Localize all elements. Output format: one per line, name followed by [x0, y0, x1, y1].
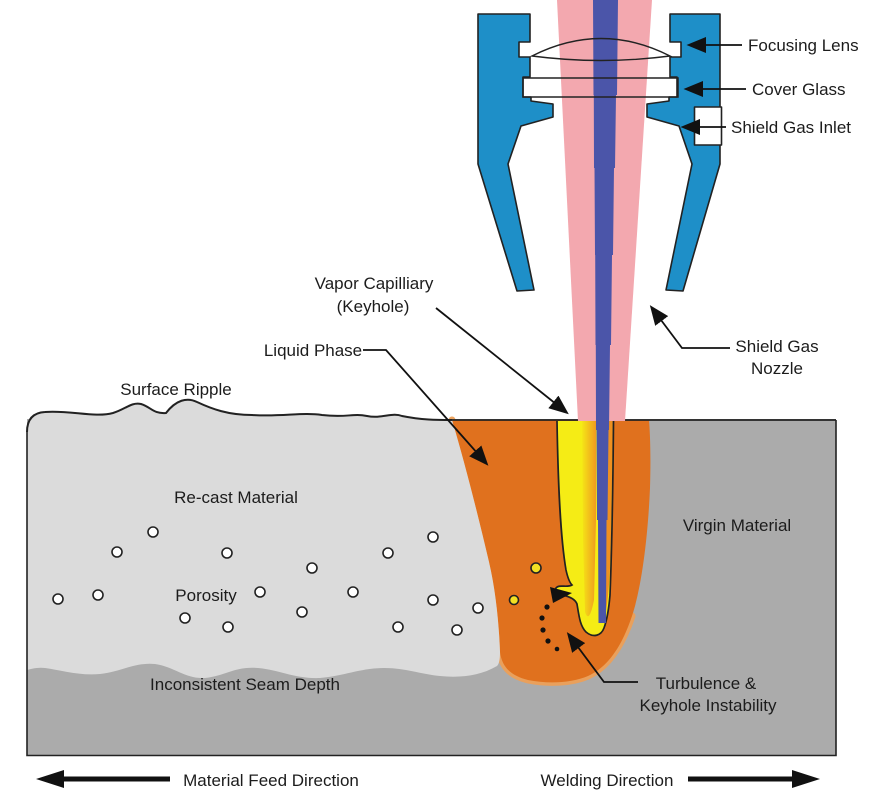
- swirl-dot: [554, 646, 560, 652]
- swirl-dot: [544, 604, 550, 610]
- turbulence-swirl: [539, 587, 572, 652]
- pore: [347, 586, 359, 598]
- virgin-material-label: Virgin Material: [683, 516, 791, 535]
- turbulence-leader: [566, 632, 638, 683]
- pore: [111, 546, 123, 558]
- pore: [427, 531, 439, 543]
- material-feed-arrowhead: [36, 770, 64, 788]
- bubble: [508, 594, 520, 606]
- pore: [382, 547, 394, 559]
- recast-material-label: Re-cast Material: [174, 488, 298, 507]
- shield-gas-inlet-label: Shield Gas Inlet: [731, 118, 851, 137]
- pore: [52, 593, 64, 605]
- laser-beam-core: [593, 0, 618, 623]
- pore: [254, 586, 266, 598]
- material-feed-direction-label: Material Feed Direction: [183, 771, 359, 790]
- bubble: [530, 562, 542, 574]
- swirl-dot: [540, 627, 546, 633]
- inconsistent-seam-depth-label: Inconsistent Seam Depth: [150, 675, 340, 694]
- swirl-dot: [545, 638, 551, 644]
- pore: [222, 621, 234, 633]
- cover-glass-label: Cover Glass: [752, 80, 846, 99]
- pore: [221, 547, 233, 559]
- material-block-border: [26, 420, 837, 757]
- keyhole-outline: [554, 420, 615, 637]
- vapor-capillary-leader: [435, 307, 569, 415]
- turbulence-label-line1: Turbulence &: [656, 674, 757, 693]
- pore: [179, 612, 191, 624]
- focusing-lens: [529, 37, 673, 62]
- pore: [451, 624, 463, 636]
- vapor-capillary-label-line1: Vapor Capilliary: [315, 274, 434, 293]
- shield-gas-nozzle-label-line1: Shield Gas: [735, 337, 818, 356]
- welding-direction-label: Welding Direction: [541, 771, 674, 790]
- surface-ripple-label: Surface Ripple: [120, 380, 232, 399]
- nozzle-right-half: [646, 13, 721, 292]
- swirl-dot: [539, 615, 545, 621]
- liquid-phase-label: Liquid Phase: [264, 341, 362, 360]
- porosity-pores: [52, 526, 484, 636]
- swirl-arrowhead: [550, 587, 572, 603]
- direction-arrows: Material Feed Direction Welding Directio…: [36, 770, 820, 790]
- focusing-lens-label: Focusing Lens: [748, 36, 859, 55]
- pore: [427, 594, 439, 606]
- welding-direction-arrowhead: [792, 770, 820, 788]
- text-labels: Focusing Lens Cover Glass Shield Gas Inl…: [120, 36, 858, 715]
- pore: [472, 602, 484, 614]
- liquid-phase-leader: [363, 349, 489, 466]
- cover-glass: [522, 77, 679, 98]
- pore: [147, 526, 159, 538]
- pore: [306, 562, 318, 574]
- pore: [392, 621, 404, 633]
- keyhole-gradient-band: [582, 421, 596, 617]
- recast-material-region: [27, 399, 500, 679]
- shield-gas-nozzle-label-line2: Nozzle: [751, 359, 803, 378]
- nozzle-left-half: [477, 13, 554, 292]
- shield-gas-nozzle-leader: [649, 305, 730, 349]
- pore: [92, 589, 104, 601]
- turbulence-label-line2: Keyhole Instability: [639, 696, 777, 715]
- surface-ripple-line: [26, 398, 453, 433]
- leader-lines: [363, 36, 746, 683]
- shield-gas-inlet-port: [693, 106, 723, 146]
- vapor-capillary-label-line2: (Keyhole): [337, 297, 410, 316]
- gas-bubbles-in-melt: [508, 562, 542, 606]
- porosity-label: Porosity: [175, 586, 237, 605]
- pore: [296, 606, 308, 618]
